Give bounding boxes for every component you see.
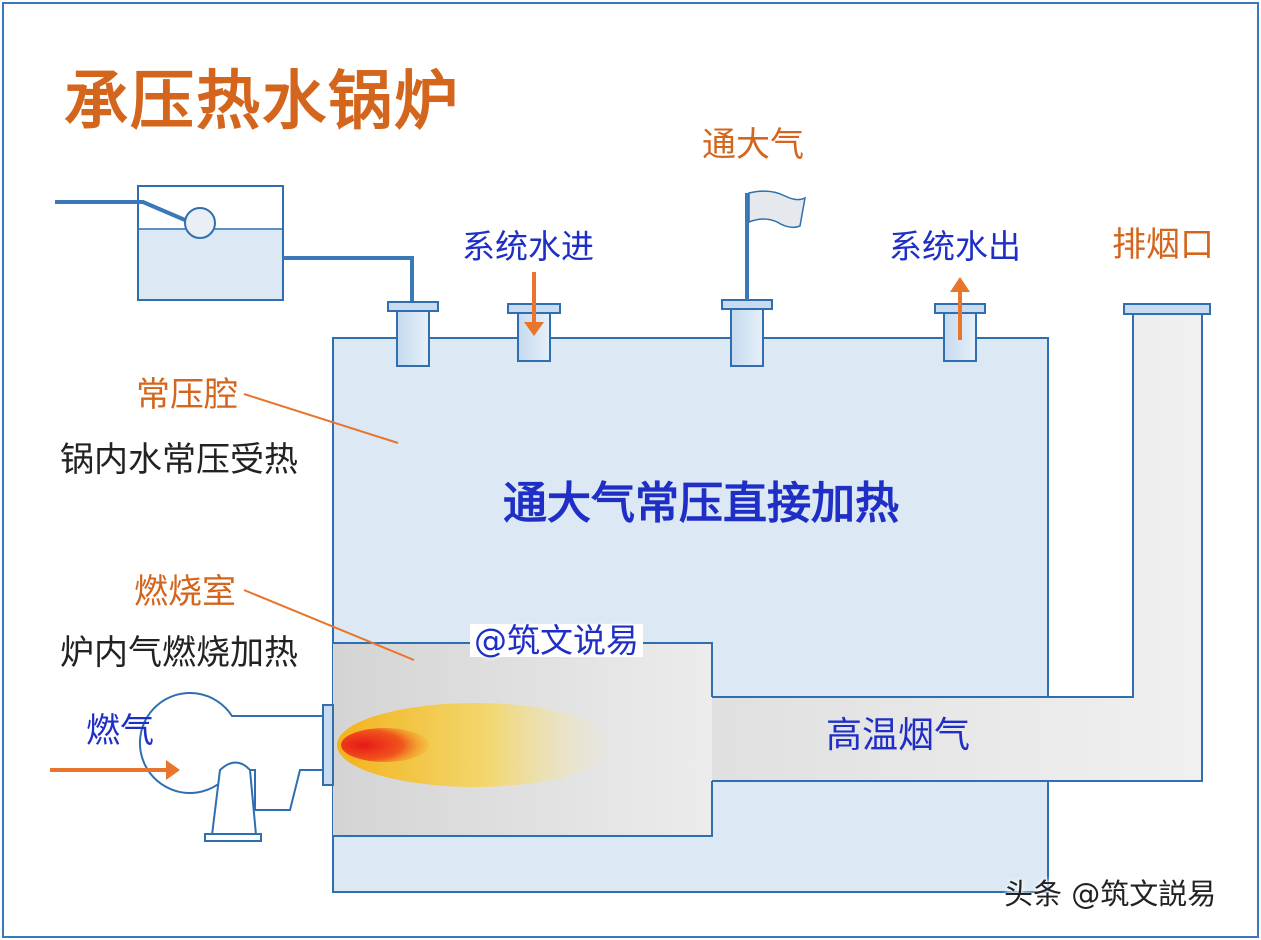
- water-out-arrow-head: [950, 277, 970, 292]
- label-high-temp-flue-gas: 高温烟气: [826, 715, 971, 756]
- water-in-arrow-head: [524, 322, 544, 336]
- flue-passage-outline: [712, 314, 1203, 782]
- gas-inlet-arrow-head: [166, 760, 180, 780]
- nozzle-vent-body: [730, 308, 764, 367]
- label-combustion-chamber: 燃烧室: [134, 572, 236, 612]
- leader-atmospheric-chamber: [243, 393, 399, 444]
- label-direct-heating: 通大气常压直接加热: [503, 478, 899, 529]
- leader-combustion-chamber: [243, 589, 415, 661]
- label-gas-inlet: 燃气: [86, 711, 154, 751]
- label-atmospheric-chamber: 常压腔: [136, 375, 238, 415]
- inline-watermark: @筑文说易: [470, 624, 643, 657]
- tank-to-boiler-pipe: [283, 256, 414, 304]
- diagram-title: 承压热水锅炉: [64, 65, 460, 139]
- label-system-water-in: 系统水进: [462, 227, 594, 266]
- label-atmospheric-chamber-desc: 锅内水常压受热: [60, 440, 298, 480]
- footer-watermark: 头条 @筑文説易: [1004, 877, 1217, 911]
- label-flue-outlet: 排烟口: [1112, 225, 1214, 265]
- flame-outer: [337, 703, 613, 787]
- nozzle-tank-body: [396, 310, 430, 367]
- flue-passage: [712, 314, 1202, 781]
- combustion-chamber-outline: [333, 642, 713, 837]
- float-ball: [184, 207, 216, 239]
- chimney-cap: [1123, 303, 1211, 315]
- burner-base: [204, 833, 262, 842]
- nozzle-vent-flange: [721, 299, 773, 310]
- label-vent-to-atmosphere: 通大气: [702, 125, 804, 165]
- float-valve-arm: [55, 200, 186, 222]
- flame-core: [341, 728, 429, 762]
- nozzle-tank-flange: [387, 301, 439, 312]
- label-combustion-chamber-desc: 炉内气燃烧加热: [60, 633, 298, 673]
- burner-stand: [210, 761, 258, 836]
- vent-flag: [748, 190, 807, 229]
- nozzle-water-in-body: [517, 312, 551, 362]
- label-system-water-out: 系统水出: [889, 227, 1021, 266]
- burner-flange: [322, 704, 334, 786]
- expansion-tank-water: [139, 229, 282, 299]
